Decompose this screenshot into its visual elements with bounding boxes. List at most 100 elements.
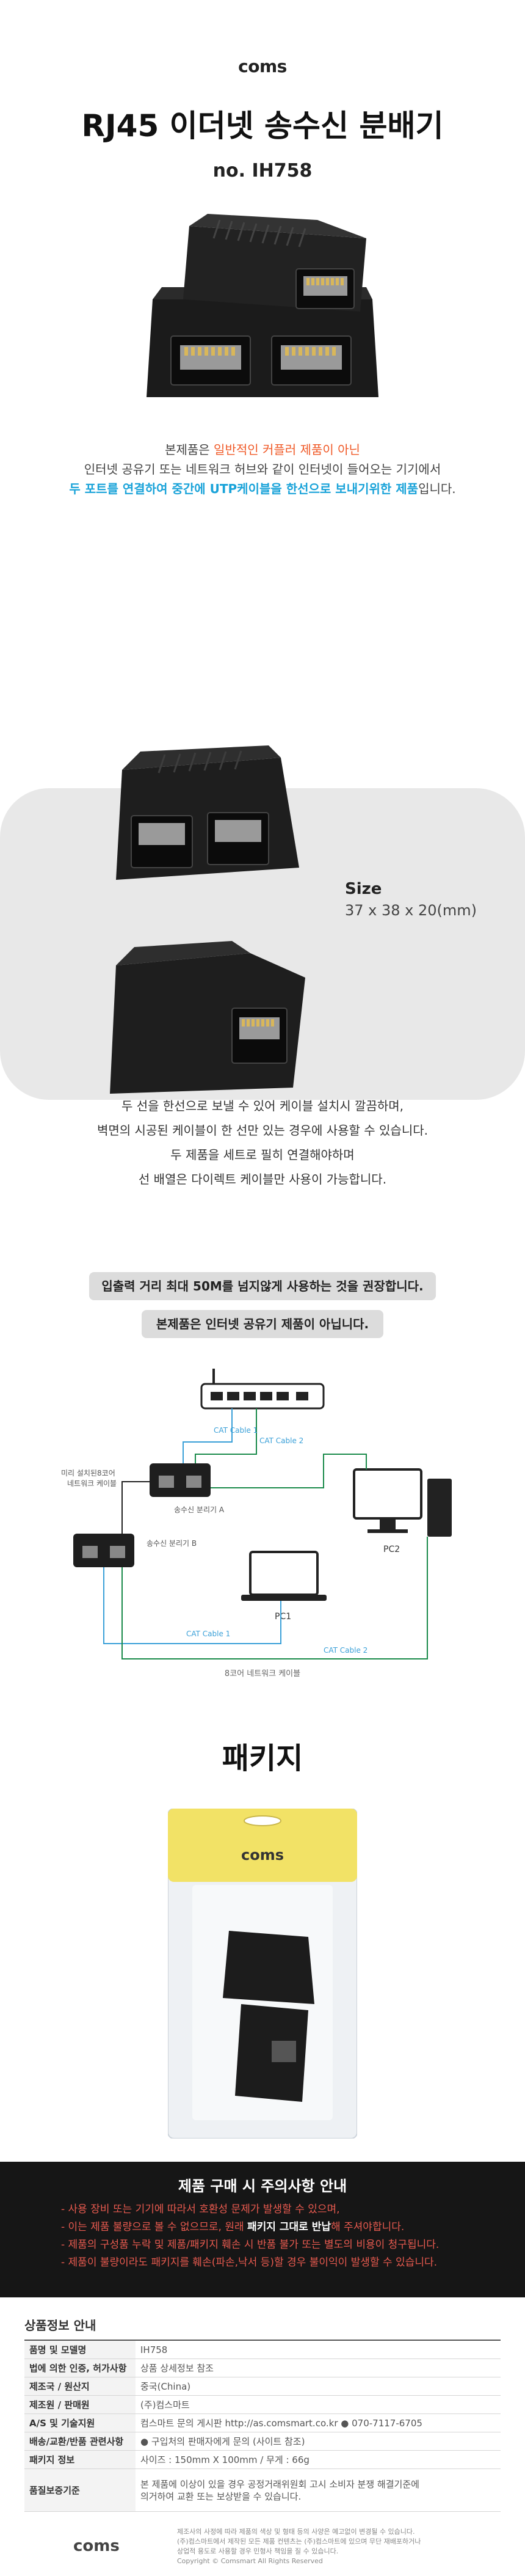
info-key: 패키지 정보 xyxy=(24,2450,136,2469)
splitter-dual-port-view xyxy=(116,745,299,880)
cat-cable-2-bottom-label: CAT Cable 2 xyxy=(324,1646,368,1655)
intro-text: 본제품은 일반적인 커플러 제품이 아닌 인터넷 공유기 또는 네트워크 허브와… xyxy=(0,440,525,499)
info-value: 본 제품에 이상이 있을 경우 공정거래위원회 고시 소비자 분쟁 해결기준에 … xyxy=(136,2468,501,2512)
package-bag-logo: coms xyxy=(241,1846,284,1864)
splitter-b-label: 송수신 분리기 B xyxy=(147,1539,197,1548)
info-value-line: 본 제품에 이상이 있을 경우 공정거래위원회 고시 소비자 분쟁 해결기준에 xyxy=(140,2478,419,2490)
table-row: 법에 의한 인증, 허가사항 상품 상세정보 참조 xyxy=(24,2358,501,2377)
caution-item: - 제품의 구성품 누락 및 제품/패키지 훼손 시 반품 불가 또는 별도의 … xyxy=(61,2239,440,2251)
info-value: 사이즈 : 150mm X 100mm / 무게 : 66g xyxy=(136,2450,501,2469)
router-icon xyxy=(200,1369,325,1410)
splitter-single-port-view xyxy=(110,941,305,1094)
cable-2-bottom-line xyxy=(121,1537,428,1659)
intro-line-1: 본제품은 일반적인 커플러 제품이 아닌 xyxy=(0,440,525,459)
footer-line: 상업적 용도로 사용할 경우 민형사 책임을 질 수 있습니다. xyxy=(177,2547,339,2555)
intro-line-3-post: 입니다. xyxy=(418,481,456,496)
pc2-icon xyxy=(353,1468,452,1537)
product-info-table: 품명 및 모델명 IH758 법에 의한 인증, 허가사항 상품 상세정보 참조… xyxy=(24,2341,501,2512)
diagram-caption: 8코어 네트워크 케이블 xyxy=(224,1669,301,1678)
info-value: 중국(China) xyxy=(136,2377,501,2396)
cat-cable-1-bottom-label: CAT Cable 1 xyxy=(186,1630,230,1638)
description-line: 선 배열은 다이렉트 케이블만 사용이 가능합니다. xyxy=(138,1172,387,1187)
info-key: 품명 및 모델명 xyxy=(24,2341,136,2359)
pc2-label: PC2 xyxy=(383,1545,400,1554)
product-info-section: 상품정보 안내 품명 및 모델명 IH758 법에 의한 인증, 허가사항 상품… xyxy=(24,2316,501,2512)
splitter-b-icon xyxy=(73,1534,134,1567)
description-line: 벽면의 시공된 케이블이 한 선만 있는 경우에 사용할 수 있습니다. xyxy=(97,1123,428,1138)
description-line: 두 선을 한선으로 보낼 수 있어 케이블 설치시 깔끔하며, xyxy=(121,1099,404,1113)
info-value: ● 구입처의 판매자에게 문의 (사이트 참조) xyxy=(136,2432,501,2451)
packaged-splitter xyxy=(223,1931,314,2102)
footer-line: 제조사의 사정에 따라 제품의 색상 및 형태 등의 사양은 예고없이 변경될 … xyxy=(177,2528,415,2536)
brand-logo: coms xyxy=(238,56,287,76)
intro-line-1-highlight: 일반적인 커플러 제품이 아닌 xyxy=(214,442,360,457)
footer-line: Copyright © Comsmart All Rights Reserved xyxy=(177,2557,323,2565)
info-key: A/S 및 기술지원 xyxy=(24,2413,136,2432)
splitter-a-icon xyxy=(150,1463,211,1497)
table-row: 제조원 / 판매원 (주)컴스마트 xyxy=(24,2395,501,2414)
caution-item-2-post: 해 주셔야합니다. xyxy=(330,2221,405,2233)
info-value-line: 의거하여 교환 또는 보상받을 수 있습니다. xyxy=(140,2490,302,2502)
splitter-a-label: 송수신 분리기 A xyxy=(174,1506,225,1514)
size-label: Size xyxy=(345,880,382,898)
splitter-bottom-unit xyxy=(147,287,378,397)
footer-notice: 제조사의 사정에 따라 제품의 색상 및 형태 등의 사양은 예고없이 변경될 … xyxy=(177,2527,494,2566)
footer-logo: coms xyxy=(73,2537,120,2555)
pc1-label: PC1 xyxy=(275,1612,291,1622)
intro-line-2: 인터넷 공유기 또는 네트워크 허브와 같이 인터넷이 들어오는 기기에서 xyxy=(84,462,441,477)
caution-section: 제품 구매 시 주의사항 안내 - 사용 장비 또는 기기에 따라서 호환성 문… xyxy=(0,2162,525,2297)
package-image xyxy=(168,1809,357,2139)
cable-to-pc2-top xyxy=(211,1454,367,1488)
cat-cable-1-top-label: CAT Cable 1 xyxy=(214,1426,258,1435)
distance-warning-badge: 입출력 거리 최대 50M를 넘지않게 사용하는 것을 권장합니다. xyxy=(89,1272,436,1300)
pc1-laptop-icon xyxy=(241,1551,327,1601)
intro-line-3: 두 포트를 연결하여 중간에 UTP케이블을 한선으로 보내기위한 제품입니다. xyxy=(0,479,525,499)
package-section-title: 패키지 xyxy=(222,1741,303,1776)
info-key: 제조국 / 원산지 xyxy=(24,2377,136,2396)
cable-2-top-line xyxy=(195,1408,257,1466)
info-key: 법에 의한 인증, 허가사항 xyxy=(24,2358,136,2377)
info-value: 상품 상세정보 참조 xyxy=(136,2358,501,2377)
caution-item-2-pre: - 이는 제품 불량으로 볼 수 없으므로, 원래 xyxy=(61,2221,244,2233)
connection-diagram: CAT Cable 1 CAT Cable 2 송수신 분리기 A 미리 설치된… xyxy=(61,1369,452,1659)
product-info-heading: 상품정보 안내 xyxy=(24,2316,501,2341)
info-value: (주)컴스마트 xyxy=(136,2395,501,2414)
not-router-warning-badge: 본제품은 인터넷 공유기 제품이 아닙니다. xyxy=(142,1310,383,1338)
cat-cable-2-top-label: CAT Cable 2 xyxy=(259,1436,303,1445)
table-row: 패키지 정보 사이즈 : 150mm X 100mm / 무게 : 66g xyxy=(24,2450,501,2469)
cable-1-bottom-line xyxy=(103,1567,281,1644)
table-row: 품질보증기준 본 제품에 이상이 있을 경우 공정거래위원회 고시 소비자 분쟁… xyxy=(24,2468,501,2512)
info-value: 컴스마트 문의 게시판 http://as.comsmart.co.kr ● 0… xyxy=(136,2413,501,2432)
info-key: 배송/교환/반품 관련사항 xyxy=(24,2432,136,2451)
wall-cable-label-line-2: 네트워크 케이블 xyxy=(67,1479,117,1488)
intro-line-1-pre: 본제품은 xyxy=(165,442,214,457)
wall-cable-label-line-1: 미리 설치된8코어 xyxy=(61,1469,115,1477)
caution-item: - 이는 제품 불량으로 볼 수 없으므로, 원래 패키지 그대로 반납해 주셔… xyxy=(61,2219,464,2236)
description-line: 두 제품을 세트로 필히 연결해야하며 xyxy=(170,1147,355,1162)
table-row: A/S 및 기술지원 컴스마트 문의 게시판 http://as.comsmar… xyxy=(24,2413,501,2432)
caution-title: 제품 구매 시 주의사항 안내 xyxy=(178,2178,347,2195)
table-row: 제조국 / 원산지 중국(China) xyxy=(24,2377,501,2396)
footer-line: (주)컴스마트에서 제작된 모든 제품 컨텐츠는 (주)컴스마트에 있으며 무단… xyxy=(177,2538,421,2545)
table-row: 배송/교환/반품 관련사항 ● 구입처의 판매자에게 문의 (사이트 참조) xyxy=(24,2432,501,2451)
hero-product-image xyxy=(147,214,378,397)
caution-item: - 제품이 불량이라도 패키지를 훼손(파손,낙서 등)할 경우 불이익이 발생… xyxy=(61,2256,438,2269)
splitter-top-unit xyxy=(183,214,366,312)
intro-line-3-highlight: 두 포트를 연결하여 중간에 UTP케이블을 한선으로 보내기위한 제품 xyxy=(69,481,419,496)
description-text: 두 선을 한선으로 보낼 수 있어 케이블 설치시 깔끔하며, 벽면의 시공된 … xyxy=(0,1094,525,1191)
caution-list: - 사용 장비 또는 기기에 따라서 호환성 문제가 발생할 수 있으며, - … xyxy=(61,2201,464,2272)
table-row: 품명 및 모델명 IH758 xyxy=(24,2341,501,2359)
core-cable-line xyxy=(119,1481,150,1540)
cable-1-top-line xyxy=(183,1408,233,1463)
size-product-image xyxy=(110,745,305,1094)
product-title: RJ45 이더넷 송수신 분배기 xyxy=(81,108,444,144)
info-key: 품질보증기준 xyxy=(24,2468,136,2512)
caution-item: - 사용 장비 또는 기기에 따라서 호환성 문제가 발생할 수 있으며, xyxy=(61,2203,340,2216)
footer: coms 제조사의 사정에 따라 제품의 색상 및 형태 등의 사양은 예고없이… xyxy=(0,2523,525,2576)
size-value: 37 x 38 x 20(mm) xyxy=(345,902,477,919)
caution-item-2-strong: 패키지 그대로 반납 xyxy=(247,2221,331,2233)
info-value: IH758 xyxy=(136,2341,501,2359)
info-key: 제조원 / 판매원 xyxy=(24,2395,136,2414)
model-number: no. IH758 xyxy=(212,160,313,181)
